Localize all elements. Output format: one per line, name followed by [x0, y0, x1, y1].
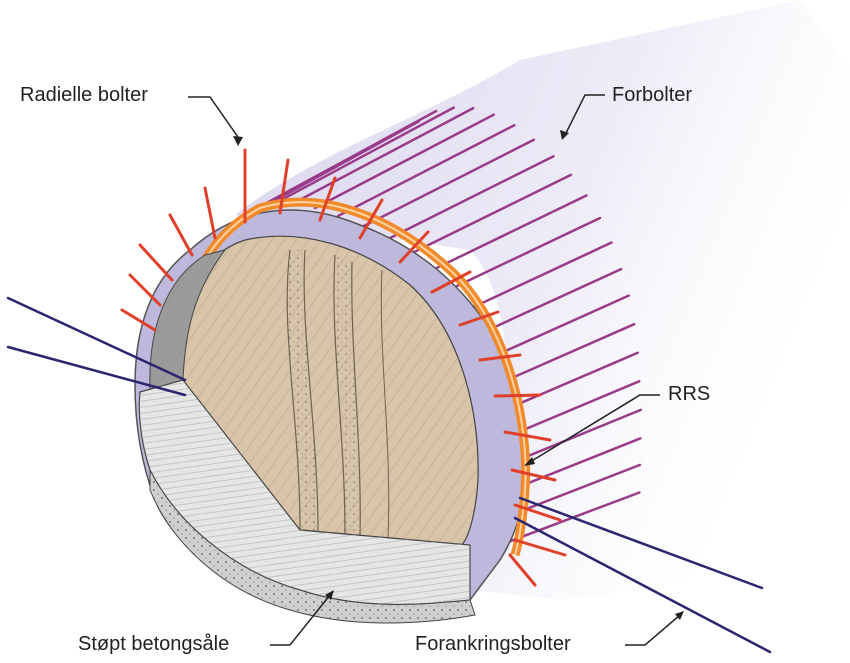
radial-bolt	[170, 215, 192, 255]
radial-bolt	[205, 188, 215, 238]
label-radial-bolts: Radielle bolter	[20, 84, 148, 107]
radial-bolt	[495, 395, 540, 396]
label-spiling-bolts: Forbolter	[612, 84, 692, 107]
label-anchor-bolts: Forankringsbolter	[415, 633, 571, 656]
label-rrs: RRS	[668, 383, 710, 406]
label-cast-invert: Støpt betongsåle	[78, 633, 229, 656]
radial-bolt	[140, 245, 172, 280]
